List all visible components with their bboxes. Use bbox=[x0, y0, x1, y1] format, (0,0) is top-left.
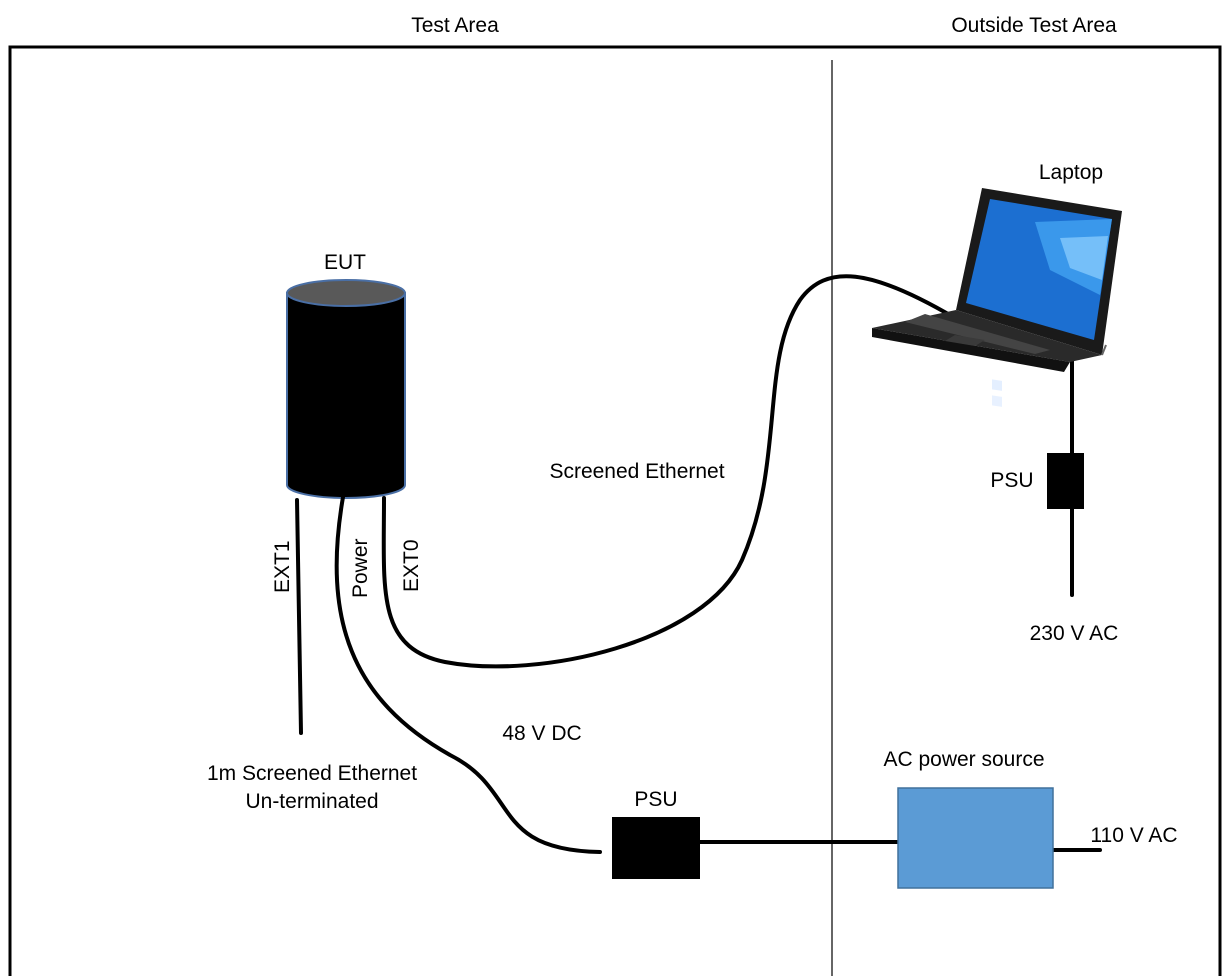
laptop-label: Laptop bbox=[1039, 161, 1103, 184]
screened-ethernet-label: Screened Ethernet bbox=[549, 460, 724, 483]
enclosure-frame bbox=[8, 45, 1222, 976]
power-cable bbox=[334, 495, 602, 854]
test-area-label: Test Area bbox=[411, 14, 499, 37]
dc-48v-label: 48 V DC bbox=[502, 722, 581, 745]
ext1-port-label: EXT1 bbox=[271, 540, 294, 593]
outside-test-area-label: Outside Test Area bbox=[951, 14, 1117, 37]
psu-laptop-box bbox=[1047, 453, 1084, 509]
power-port-label: Power bbox=[349, 538, 372, 598]
ext1-cable bbox=[295, 498, 303, 735]
eut-label: EUT bbox=[324, 251, 366, 274]
ac-power-source-box bbox=[897, 787, 1054, 889]
ac-230v-label: 230 V AC bbox=[1030, 622, 1119, 645]
ext0-ethernet-cable bbox=[381, 274, 957, 669]
psu-laptop-label: PSU bbox=[990, 469, 1033, 492]
ext1-cable-label-line1: 1m Screened Ethernet bbox=[207, 762, 417, 785]
eut-cylinder bbox=[286, 279, 406, 499]
eut-body bbox=[286, 292, 406, 499]
ac-110v-label: 110 V AC bbox=[1090, 824, 1177, 847]
ac-power-source-label: AC power source bbox=[883, 748, 1044, 771]
psu-main-label: PSU bbox=[634, 788, 677, 811]
ext0-port-label: EXT0 bbox=[400, 539, 423, 592]
laptop-icon bbox=[872, 188, 1122, 407]
eut-top bbox=[286, 279, 406, 307]
ext1-cable-label-line2: Un-terminated bbox=[245, 790, 378, 813]
psu-main-box bbox=[612, 817, 700, 879]
